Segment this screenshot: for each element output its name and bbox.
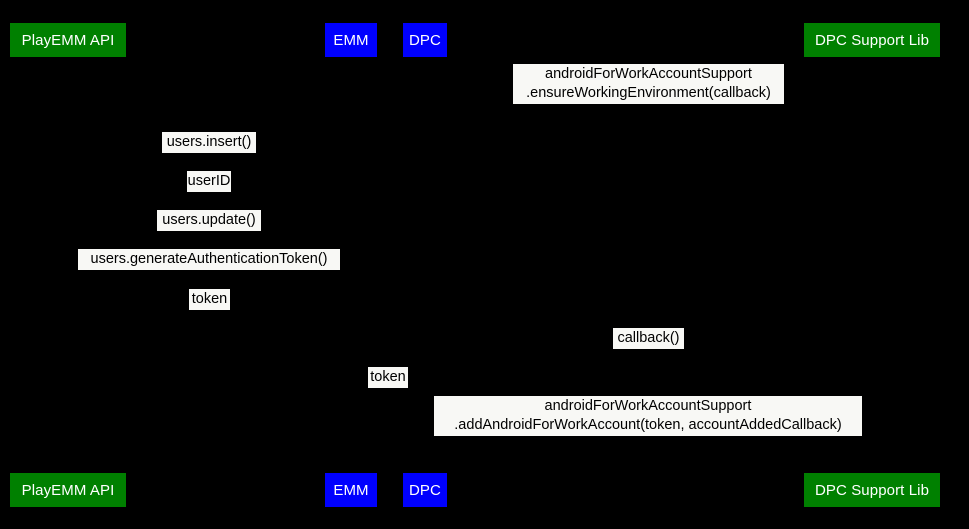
lifeline-label: PlayEMM API [21,481,115,499]
lifeline-label: DPC [409,481,441,499]
message-text: androidForWorkAccountSupport .addAndroid… [454,398,842,433]
lifeline-label: EMM [333,481,369,499]
message-label-token-to-emm: token [189,289,230,310]
lifeline-label: DPC Support Lib [814,31,930,49]
message-label-add-android-for-work-account: androidForWorkAccountSupport .addAndroid… [434,396,862,436]
lifeline-header-dpc-support-lib[interactable]: DPC Support Lib [804,23,940,57]
message-label-users-insert: users.insert() [162,132,256,153]
lifeline-footer-dpc-support-lib[interactable]: DPC Support Lib [804,473,940,507]
message-label-generate-authentication-token: users.generateAuthenticationToken() [78,249,340,270]
message-text: users.insert() [166,134,252,150]
lifeline-label: EMM [333,31,369,49]
message-text: users.generateAuthenticationToken() [90,251,328,267]
message-label-users-update: users.update() [157,210,261,231]
message-label-ensure-working-environment: androidForWorkAccountSupport .ensureWork… [513,64,784,104]
lifeline-header-emm[interactable]: EMM [325,23,377,57]
lifeline-label: DPC Support Lib [814,481,930,499]
lifeline-footer-dpc[interactable]: DPC [403,473,447,507]
message-text: userID [187,173,231,189]
lifeline-header-playemm-api[interactable]: PlayEMM API [10,23,126,57]
lifeline-label: DPC [409,31,441,49]
lifeline-header-dpc[interactable]: DPC [403,23,447,57]
message-label-callback: callback() [613,328,684,349]
message-label-userid: userID [187,171,231,192]
message-text: callback() [617,330,680,346]
lifeline-label: PlayEMM API [21,31,115,49]
message-text: androidForWorkAccountSupport .ensureWork… [526,66,771,101]
message-label-token-to-dpc: token [368,367,408,388]
lifeline-footer-emm[interactable]: EMM [325,473,377,507]
message-text: token [370,369,406,385]
lifeline-footer-playemm-api[interactable]: PlayEMM API [10,473,126,507]
message-text: users.update() [162,212,256,228]
message-text: token [191,291,228,307]
